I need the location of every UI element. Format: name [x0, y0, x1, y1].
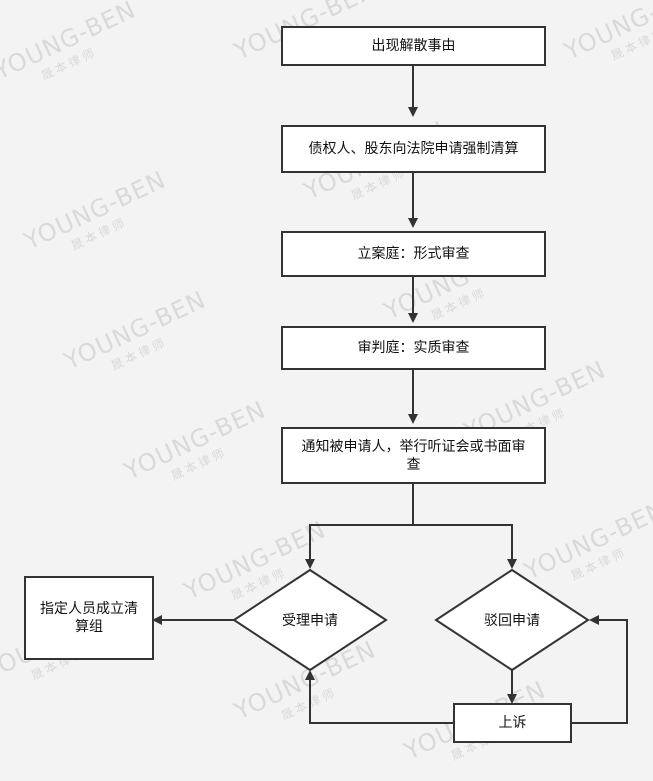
node-notify-hearing-label: 通知被申请人，举行听证会或书面审查 — [301, 438, 526, 473]
decision-reject-label: 驳回申请 — [484, 613, 540, 629]
node-apply-liquidation: 债权人、股东向法院申请强制清算 — [281, 125, 546, 173]
node-dissolution-cause: 出现解散事由 — [281, 26, 546, 66]
decision-reject: 驳回申请 — [456, 608, 568, 632]
node-apply-liquidation-label: 债权人、股东向法院申请强制清算 — [308, 141, 519, 157]
node-filing-review: 立案庭：形式审查 — [281, 231, 546, 277]
decision-accept-label: 受理申请 — [282, 613, 338, 629]
node-notify-hearing: 通知被申请人，举行听证会或书面审查 — [281, 427, 546, 484]
node-trial-review: 审判庭：实质审查 — [281, 326, 546, 370]
node-appeal-label: 上诉 — [498, 715, 527, 731]
node-trial-review-label: 审判庭：实质审查 — [357, 340, 470, 356]
node-appoint-group-label: 指定人员成立清算组 — [40, 601, 138, 635]
node-appeal: 上诉 — [453, 703, 572, 743]
arrow-notify-to-reject — [413, 524, 517, 569]
node-appoint-group: 指定人员成立清算组 — [24, 576, 154, 660]
arrow-notify-to-accept — [305, 484, 414, 569]
decision-accept: 受理申请 — [254, 608, 366, 632]
node-filing-review-label: 立案庭：形式审查 — [357, 246, 470, 262]
decision-reject-shape — [434, 568, 590, 672]
arrow-appeal-to-accept — [305, 670, 453, 724]
node-dissolution-cause-label: 出现解散事由 — [371, 38, 456, 54]
decision-accept-shape — [232, 568, 388, 672]
arrow-appeal-to-reject — [572, 615, 628, 724]
